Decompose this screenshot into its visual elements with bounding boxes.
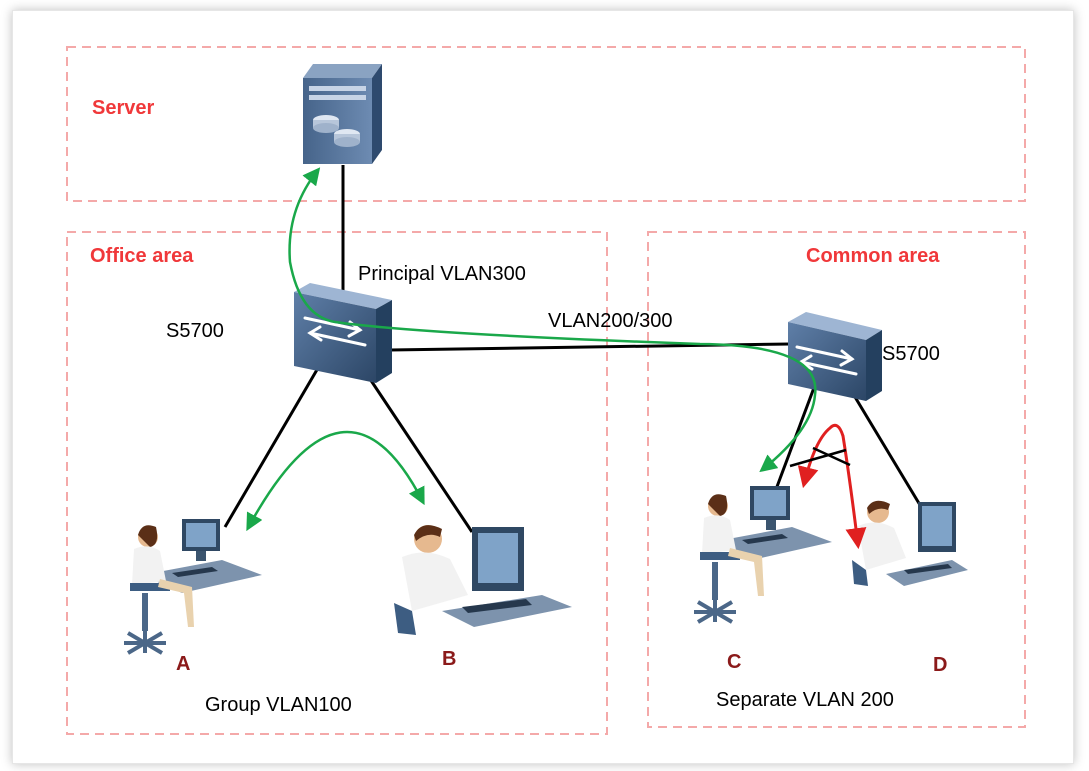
- separate-vlan-label: Separate VLAN 200: [716, 689, 894, 711]
- server-zone: [66, 46, 1026, 202]
- link-switch-hostA: [223, 367, 320, 528]
- common-zone-title: Common area: [806, 245, 940, 267]
- block-cross-2: [812, 446, 851, 467]
- switch-icon: [788, 312, 882, 401]
- path-hostC-to-hostD-blocked: [797, 423, 867, 550]
- allowed-paths: [246, 167, 817, 532]
- host-label-b: B: [442, 648, 456, 670]
- office-zone-title: Office area: [90, 245, 194, 267]
- trunk-vlan-label: VLAN200/300: [548, 310, 673, 332]
- common-zone: [647, 231, 1026, 728]
- path-hostC-to-server: [288, 167, 817, 473]
- switch-right-label: S5700: [882, 343, 940, 365]
- server-icon: [303, 64, 382, 164]
- user-at-computer-icon: [124, 519, 262, 655]
- user-at-computer-icon: [394, 525, 572, 635]
- link-switch-hostB: [366, 375, 474, 533]
- server-zone-title: Server: [92, 97, 154, 119]
- host-label-c: C: [727, 651, 741, 673]
- host-label-d: D: [933, 654, 947, 676]
- user-at-computer-icon: [694, 486, 832, 624]
- path-hostA-to-hostB: [246, 430, 425, 532]
- switch-left-label: S5700: [166, 320, 224, 342]
- blocked-path: [789, 423, 867, 550]
- block-cross-1: [789, 448, 847, 468]
- switch-icon: [294, 283, 392, 383]
- host-label-a: A: [176, 653, 190, 675]
- link-switch-hostD: [850, 391, 922, 506]
- user-at-computer-icon: [852, 500, 968, 586]
- principal-vlan-label: Principal VLAN300: [358, 263, 526, 285]
- group-vlan-label: Group VLAN100: [205, 694, 352, 716]
